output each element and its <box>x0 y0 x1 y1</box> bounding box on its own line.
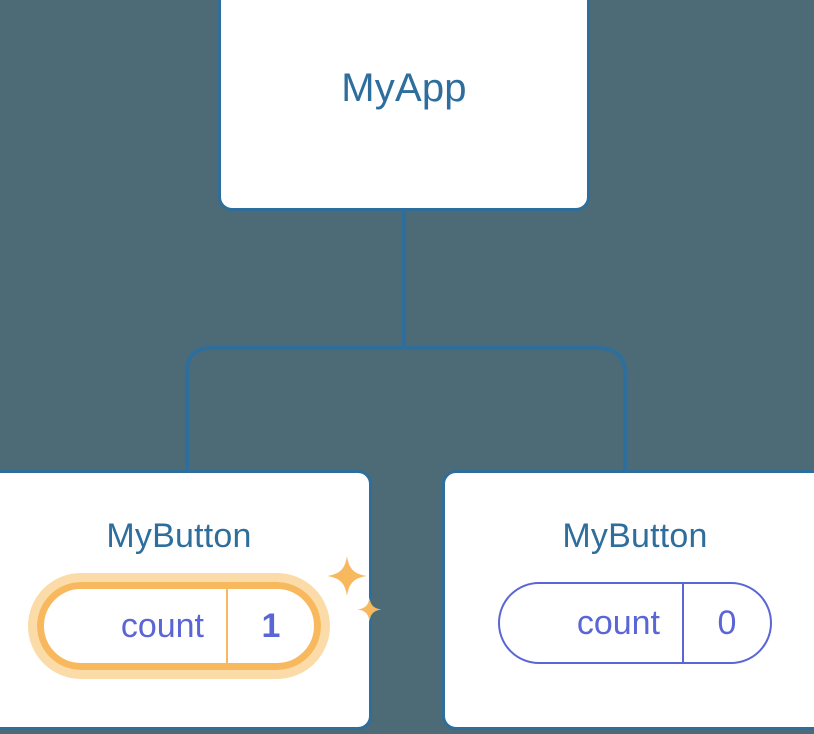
state-pill-default[interactable]: count 0 <box>498 582 772 664</box>
node-card-mybutton-left[interactable]: MyButton count 1 <box>0 470 382 730</box>
state-value-label: 1 <box>226 589 314 663</box>
node-card-mybutton-right[interactable]: MyButton count 0 <box>442 470 814 730</box>
state-key-label: count <box>120 606 204 645</box>
node-card-myapp[interactable]: MyApp <box>218 0 590 211</box>
state-pill[interactable]: count 0 <box>498 582 772 664</box>
node-title: MyButton <box>562 517 708 555</box>
sparkle-icon-large <box>327 556 367 596</box>
state-value-label: 0 <box>682 584 770 662</box>
state-pill[interactable]: count 1 <box>37 582 321 670</box>
state-pill-highlighted[interactable]: count 1 <box>28 556 382 679</box>
highlight-glow-ring <box>28 573 330 679</box>
node-title: MyButton <box>106 517 252 555</box>
state-key-label: count <box>576 603 660 642</box>
node-title: MyApp <box>341 66 467 110</box>
connector-branch-bar <box>185 346 627 470</box>
sparkle-icon-small <box>357 597 382 622</box>
